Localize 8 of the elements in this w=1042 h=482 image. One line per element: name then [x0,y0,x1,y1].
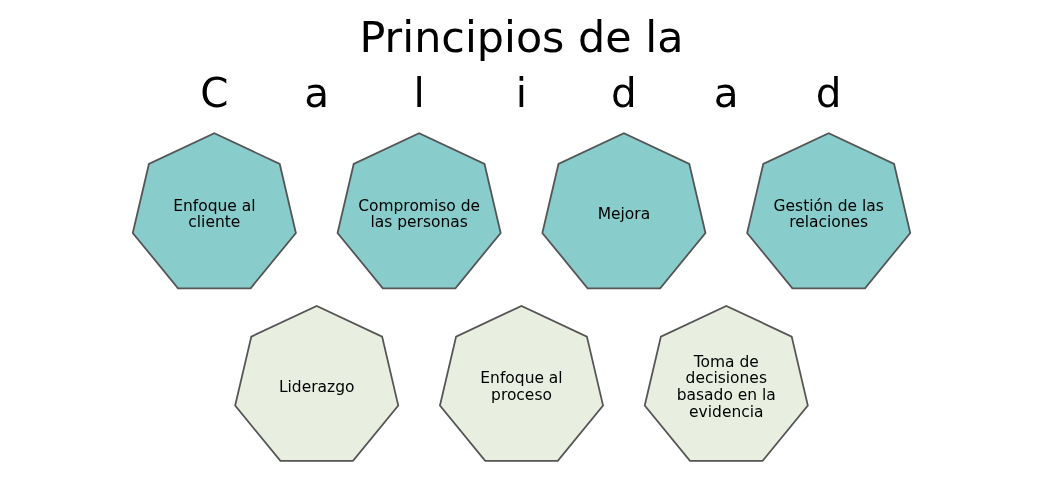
label: l [412,69,425,118]
label: d [610,69,637,118]
label: i [515,69,527,118]
diagram-title: Principios de la [359,12,683,63]
label: a [303,69,329,118]
label: a [713,69,739,118]
label: d [815,69,842,118]
label: C [199,69,228,118]
